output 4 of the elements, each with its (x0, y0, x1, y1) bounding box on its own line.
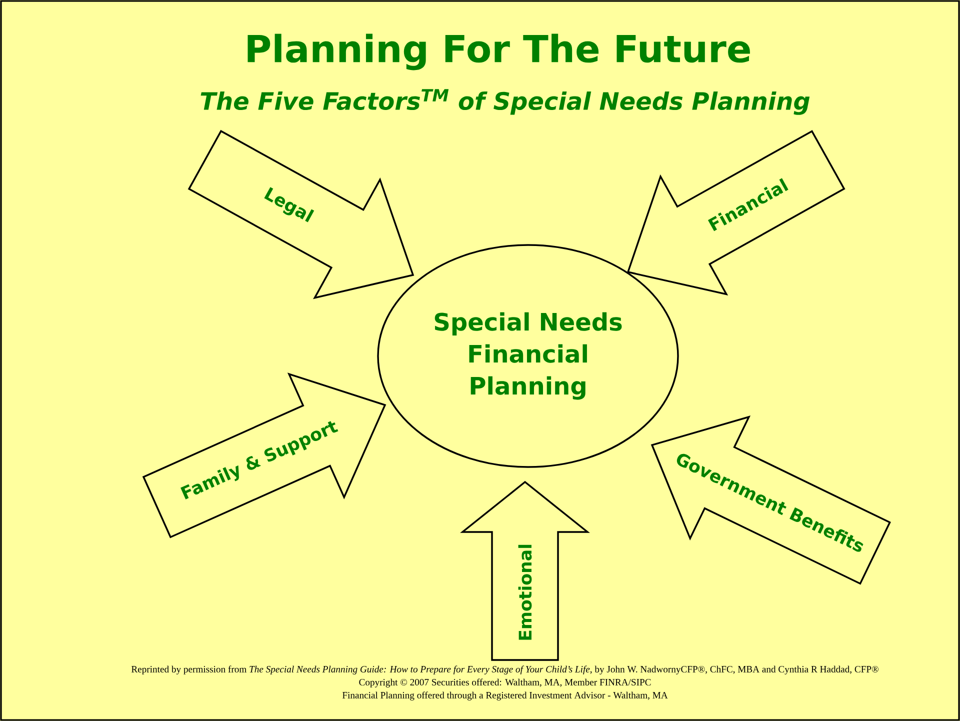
footer-note: Financial Planning offered through a Registered Investment Advisor - Waltham, MA (342, 692, 668, 700)
title: Planning For The Future (248, 34, 750, 70)
subtitle: The Five Factors$^{TM}$ of Special Needs Planning (200, 89, 810, 115)
footer-note: Copyright © 2007 Securities offered: Waltham, MA, Member FINRA/SIPC (359, 678, 651, 688)
